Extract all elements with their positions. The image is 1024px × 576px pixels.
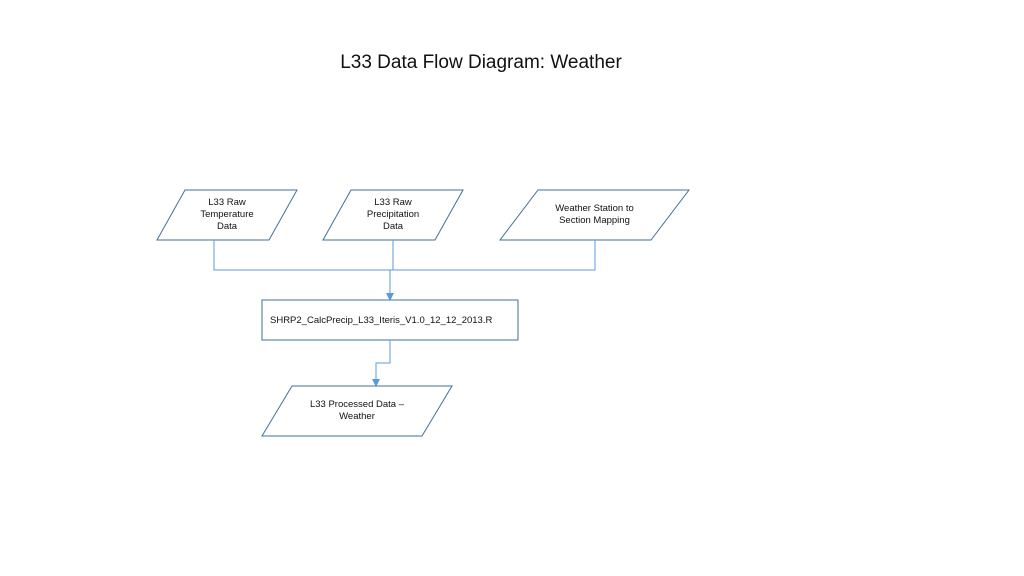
connector-output-arrow <box>372 340 391 387</box>
script-process-shape <box>261 299 519 341</box>
connector-temperature <box>213 240 390 271</box>
raw-precipitation-shape <box>322 189 464 241</box>
raw-temperature-label: L33 Raw Temperature Data <box>200 197 254 232</box>
diagram-title: L33 Data Flow Diagram: Weather <box>340 52 622 73</box>
station-mapping-shape <box>498 189 691 241</box>
script-process-label: SHRP2_CalcPrecip_L33_Iteris_V1.0_12_12_2… <box>270 314 493 326</box>
raw-temperature-shape <box>156 189 298 241</box>
processed-data-shape <box>261 385 453 437</box>
connector-mapping <box>390 240 596 271</box>
raw-precipitation-label: L33 Raw Precipitation Data <box>366 197 420 232</box>
station-mapping-label: Weather Station to Section Mapping <box>555 203 634 226</box>
processed-data-label: L33 Processed Data – Weather <box>309 399 404 422</box>
